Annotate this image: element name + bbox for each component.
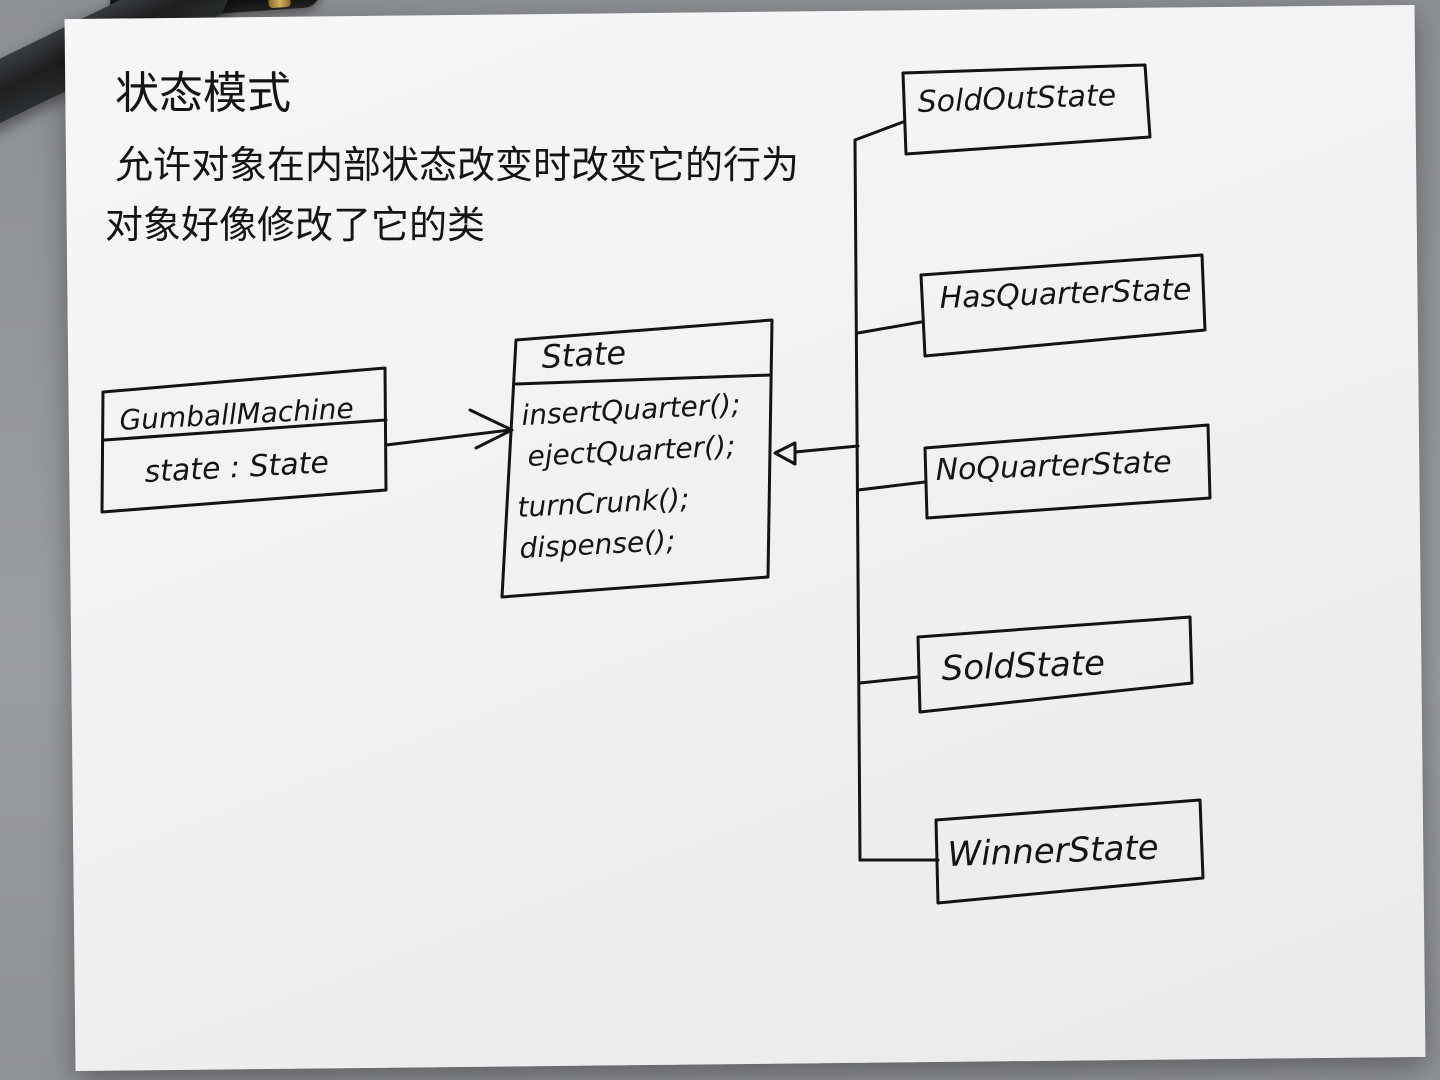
gumball-machine-divider (103, 418, 388, 442)
state-method-turncrunk: turnCrunk(); (517, 482, 691, 524)
branch-soldout (853, 120, 905, 142)
state-method-dispense: dispense(); (519, 524, 676, 565)
soldout-state-name: SoldOutState (917, 78, 1117, 120)
state-name: State (540, 334, 627, 376)
branch-hasquarter (856, 320, 923, 335)
hasquarter-state-box (919, 253, 1207, 358)
inheritance-triangle (773, 441, 797, 466)
inheritance-connector (773, 120, 940, 862)
gumball-machine-class: GumballMachine state : State (100, 366, 388, 514)
noquarter-state-class: NoQuarterState (923, 423, 1212, 520)
sold-state-name: SoldState (941, 643, 1106, 689)
hasquarter-state-name: HasQuarterState (939, 272, 1192, 316)
state-method-eject: ejectQuarter(); (527, 429, 737, 473)
winner-state-box (934, 798, 1205, 905)
association-line (384, 428, 512, 447)
sold-state-class: SoldState (916, 615, 1194, 714)
description-line-2: 对象好像修改了它的类 (105, 203, 485, 247)
gumball-machine-box (100, 366, 388, 514)
branch-sold (858, 675, 920, 685)
state-divider (514, 373, 773, 386)
gumball-machine-name: GumballMachine (119, 392, 355, 437)
inheritance-stem (793, 444, 860, 454)
state-box (500, 318, 774, 599)
noquarter-state-box (923, 423, 1212, 520)
winner-state-class: WinnerState (934, 798, 1205, 905)
title-text: 状态模式 (115, 68, 291, 119)
state-method-insert: insertQuarter(); (521, 388, 742, 432)
hasquarter-state-class: HasQuarterState (919, 253, 1207, 358)
soldout-state-box (901, 63, 1152, 156)
inheritance-trunk (853, 138, 862, 862)
association-arrowhead (468, 408, 514, 450)
branch-noquarter (856, 480, 927, 492)
winner-state-name: WinnerState (947, 828, 1159, 875)
sold-state-box (916, 615, 1194, 714)
description-line-1: 允许对象在内部状态改变时改变它的行为 (115, 143, 799, 187)
association-arrow (384, 408, 514, 450)
noquarter-state-name: NoQuarterState (935, 445, 1172, 488)
soldout-state-class: SoldOutState (901, 63, 1152, 156)
gumball-machine-attribute: state : State (144, 445, 330, 490)
state-interface-class: State insertQuarter(); ejectQuarter(); t… (500, 318, 774, 599)
